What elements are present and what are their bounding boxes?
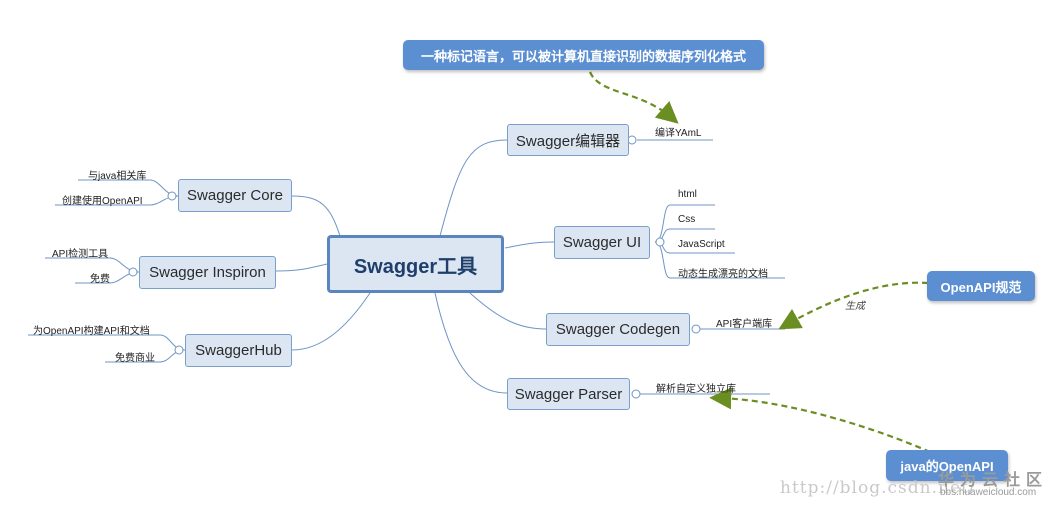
callout-yaml-definition[interactable]: 一种标记语言，可以被计算机直接识别的数据序列化格式 [403,40,764,70]
callout-openapi-spec[interactable]: OpenAPI规范 [927,271,1035,301]
link-root-editor [439,139,508,237]
leaf-inspiron-test[interactable]: API检测工具 [52,249,109,260]
arrow-java-openapi [709,387,931,454]
link-root-codegen [469,292,547,330]
branch-codegen[interactable]: Swagger Codegen [546,313,690,346]
branch-ui[interactable]: Swagger UI [554,226,650,259]
leaf-inspiron-free[interactable]: 免费 [90,274,110,285]
root-node[interactable]: Swagger工具 [327,235,504,293]
branch-parser[interactable]: Swagger Parser [507,378,630,410]
link-root-parser [434,292,508,394]
leaf-parser-lib[interactable]: 解析自定义独立库 [656,384,736,395]
arrow-yaml-def [588,71,679,124]
leaf-editor-yaml[interactable]: 编译YAmL [655,128,702,139]
watermark-brand: 华为云社区 [938,472,1049,489]
leaf-hub-free[interactable]: 免费商业 [115,353,155,364]
link-root-core [291,195,341,237]
branch-editor[interactable]: Swagger编辑器 [507,124,629,156]
leaf-ui-css[interactable]: Css [678,214,696,225]
leaf-ui-docs[interactable]: 动态生成漂亮的文档 [678,269,768,280]
link-root-hub [291,292,371,351]
link-root-inspiron [275,263,328,272]
leaf-ui-js[interactable]: JavaScript [678,239,725,250]
branch-core[interactable]: Swagger Core [178,179,292,212]
leaf-core-java[interactable]: 与java相关库 [88,171,147,182]
leaf-core-create[interactable]: 创建使用OpenAPI [62,196,143,207]
branch-inspiron[interactable]: Swagger Inspiron [139,256,276,289]
link-root-ui [504,241,555,249]
leaf-hub-build[interactable]: 为OpenAPI构建API和文档 [33,326,150,337]
arrow-openapi-spec [778,281,929,330]
relationship-label: 生成 [845,301,865,312]
watermark-url: http://blog.csdn.net/ [780,478,976,498]
watermark-site: bbs.huaweicloud.com [940,487,1037,498]
leaf-ui-html[interactable]: html [678,189,697,200]
leaf-codegen-client[interactable]: API客户端库 [716,319,773,330]
branch-hub[interactable]: SwaggerHub [185,334,292,367]
callout-java-openapi[interactable]: java的OpenAPI [886,450,1008,481]
